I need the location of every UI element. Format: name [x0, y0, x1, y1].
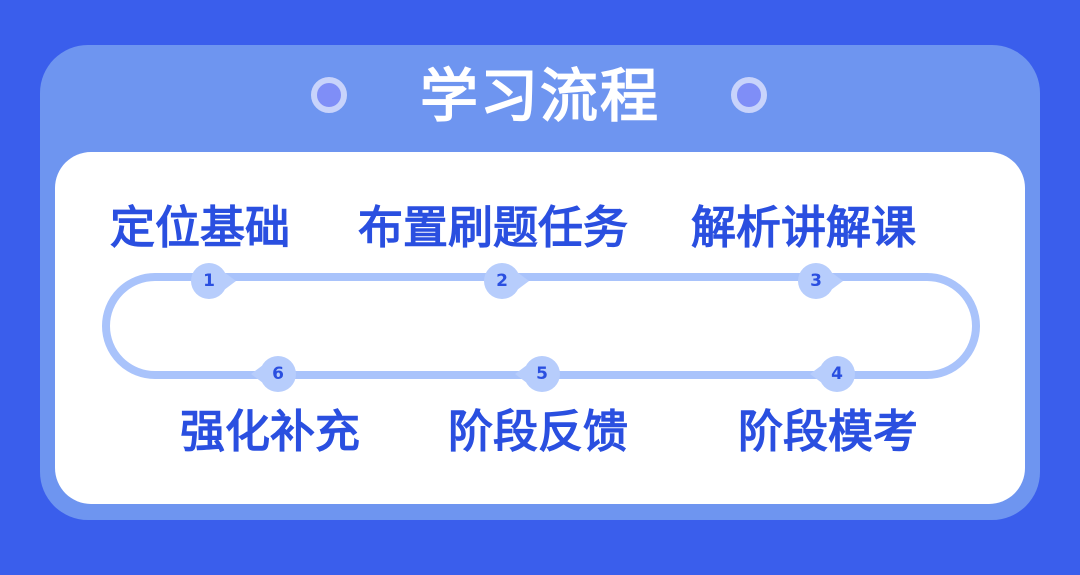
title-left-dot-icon — [311, 77, 347, 113]
step-4-badge: 4 — [810, 356, 855, 392]
step-2-label: 布置刷题任务 — [358, 201, 629, 254]
step-2-badge: 2 — [484, 263, 529, 299]
inner-card — [55, 152, 1025, 504]
title-right-dot-icon — [731, 77, 767, 113]
step-3-label: 解析讲解课 — [691, 201, 917, 254]
step-1-badge: 1 — [191, 263, 236, 299]
step-3-badge: 3 — [798, 263, 843, 299]
diagram-title: 学习流程 — [419, 62, 660, 130]
step-1-label: 定位基础 — [110, 201, 291, 254]
step-5-label: 阶段反馈 — [448, 405, 629, 458]
step-5-badge: 5 — [515, 356, 560, 392]
step-4-label: 阶段模考 — [738, 405, 919, 458]
step-6-badge: 6 — [251, 356, 296, 392]
step-6-label: 强化补充 — [180, 405, 361, 458]
